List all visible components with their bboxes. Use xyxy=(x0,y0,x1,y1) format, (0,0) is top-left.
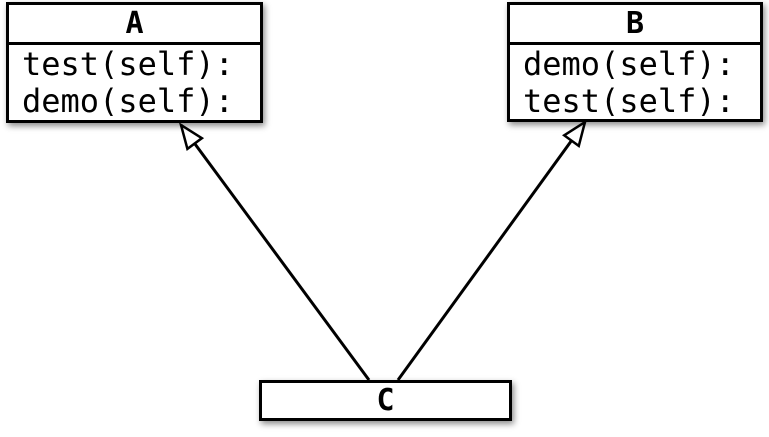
inheritance-arrow-c-to-b xyxy=(396,119,588,381)
class-box-a: A test(self): demo(self): xyxy=(6,2,263,123)
class-methods-a: test(self): demo(self): xyxy=(9,45,260,120)
class-name-a: A xyxy=(9,5,260,45)
method-item: demo(self): xyxy=(523,45,735,83)
method-item: test(self): xyxy=(523,82,735,120)
class-box-b: B demo(self): test(self): xyxy=(507,2,763,122)
class-methods-b: demo(self): test(self): xyxy=(510,45,760,120)
class-name-c: C xyxy=(376,383,395,418)
method-item: test(self): xyxy=(22,45,234,83)
method-item: demo(self): xyxy=(22,82,234,120)
inheritance-arrow-c-to-a xyxy=(178,122,371,381)
class-box-c: C xyxy=(259,380,512,421)
class-name-b: B xyxy=(510,5,760,45)
